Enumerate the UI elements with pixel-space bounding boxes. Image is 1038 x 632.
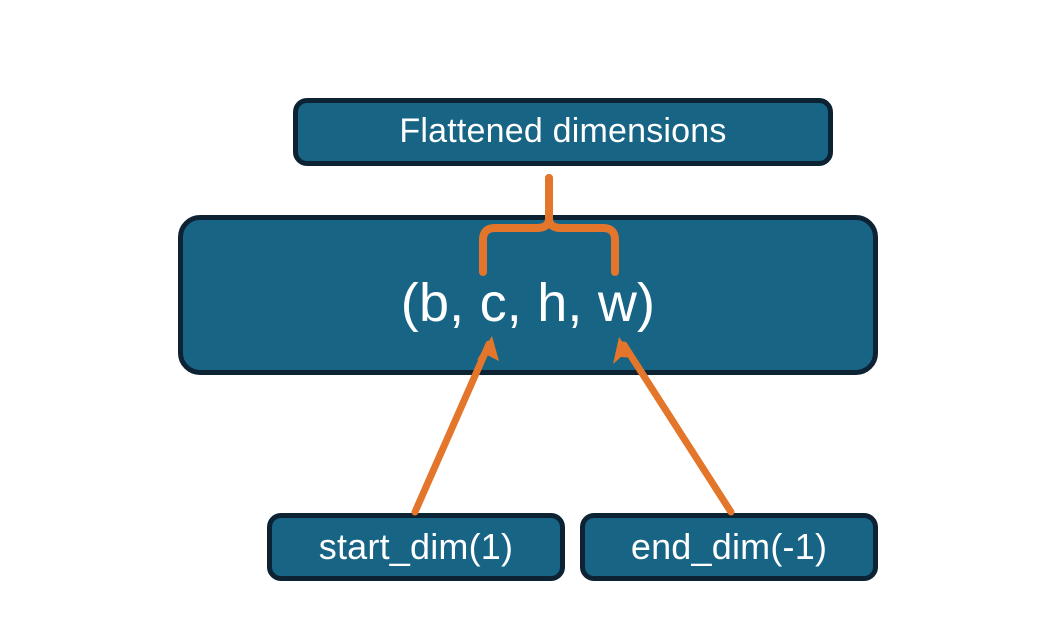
node-start-dim: start_dim(1) bbox=[267, 513, 565, 581]
node-end-dim: end_dim(-1) bbox=[580, 513, 878, 581]
node-end-dim-label: end_dim(-1) bbox=[630, 526, 828, 568]
node-flattened-dimensions: Flattened dimensions bbox=[293, 98, 833, 166]
node-tensor-shape: (b, c, h, w) bbox=[178, 215, 878, 375]
node-start-dim-label: start_dim(1) bbox=[318, 526, 514, 568]
node-flattened-dimensions-label: Flattened dimensions bbox=[399, 112, 727, 151]
node-tensor-shape-label: (b, c, h, w) bbox=[400, 273, 656, 334]
